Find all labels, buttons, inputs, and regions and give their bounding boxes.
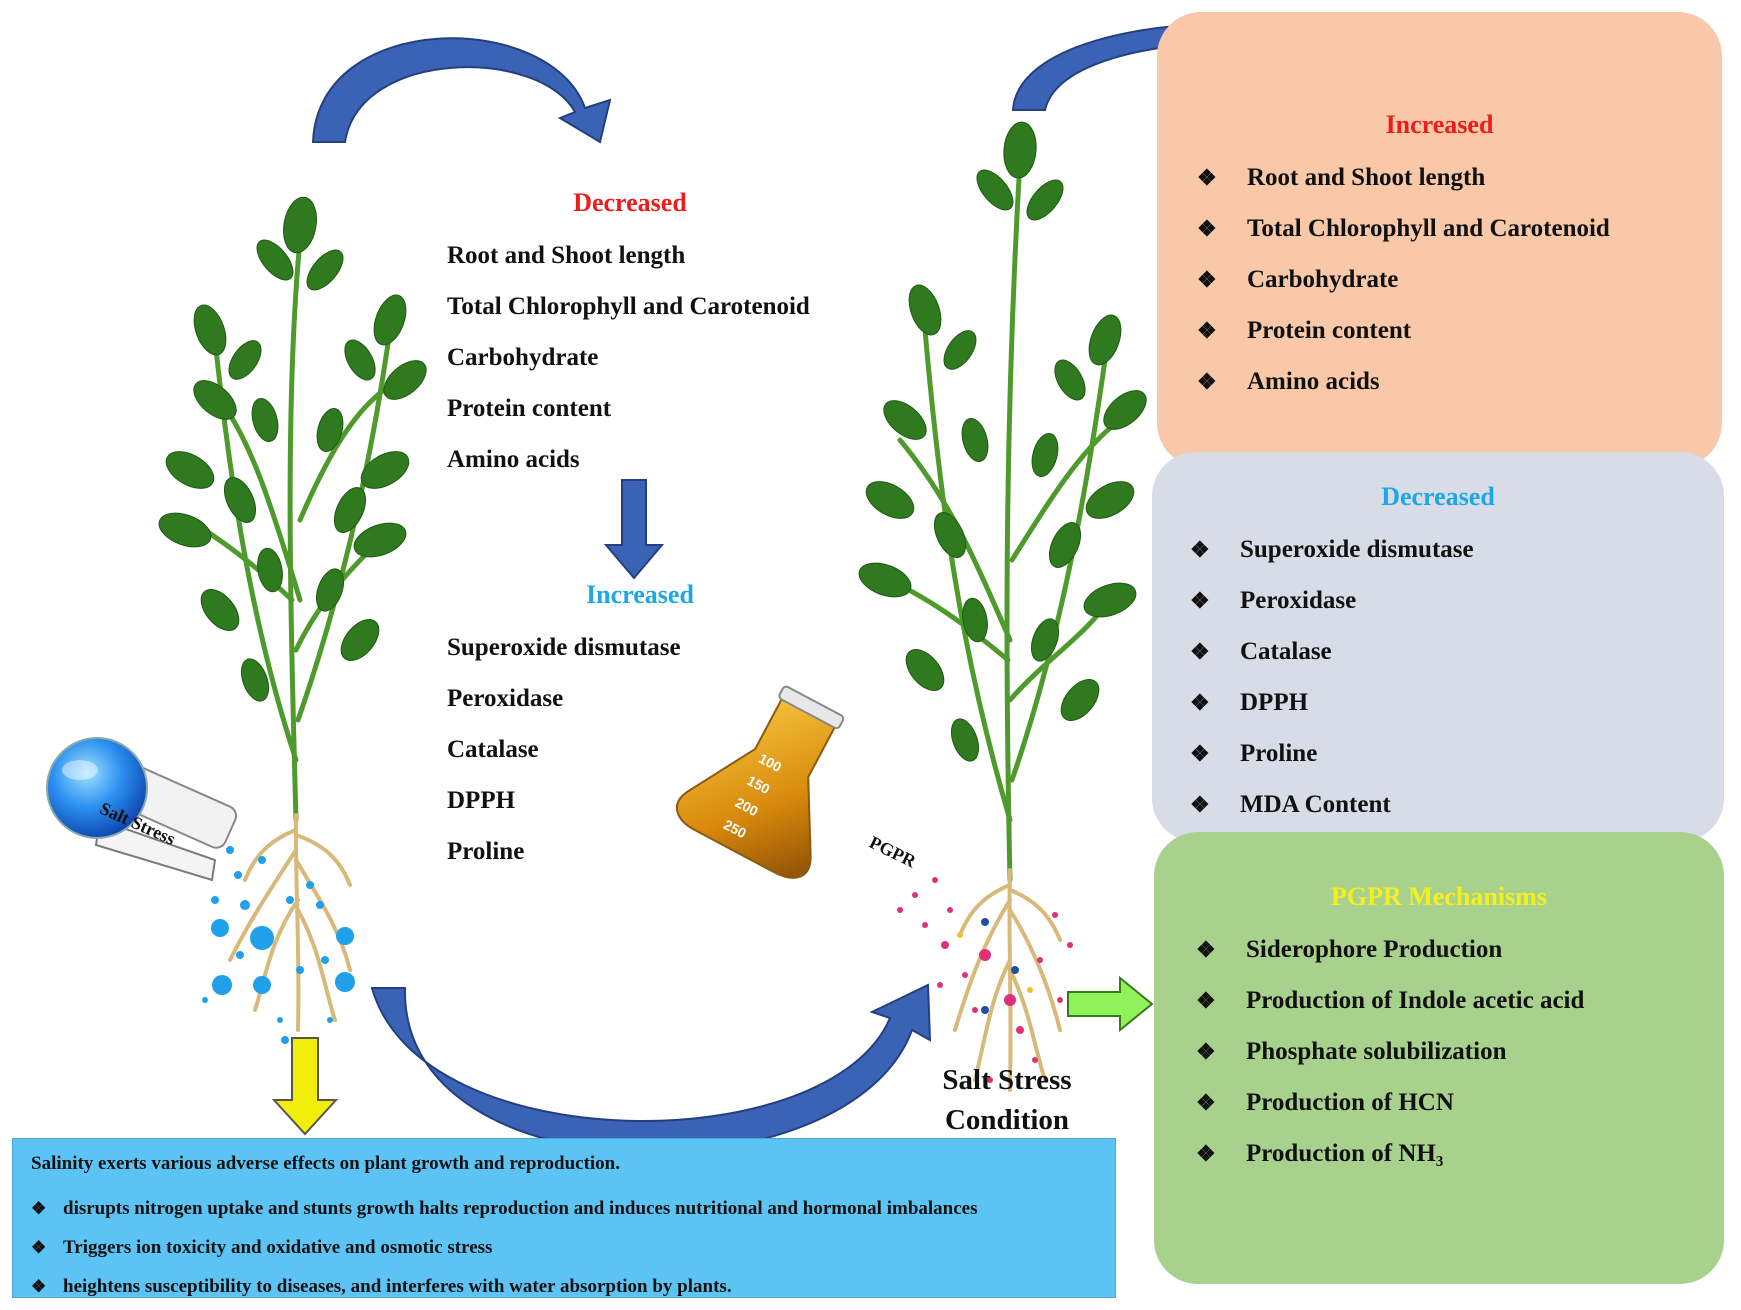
bullet-icon: ❖ xyxy=(1197,318,1217,343)
bullet-icon: ❖ xyxy=(1196,988,1216,1013)
salinity-effects-box: Salinity exerts various adverse effects … xyxy=(12,1138,1116,1298)
left-decreased-list: Root and Shoot length Total Chlorophyll … xyxy=(447,230,810,485)
list-item: ❖Protein content xyxy=(1197,305,1610,356)
pgpr-flask: 100 150 200 250 xyxy=(675,685,845,879)
bullet-icon: ❖ xyxy=(1197,267,1217,292)
decreased-box-list: ❖Superoxide dismutase ❖Peroxidase ❖Catal… xyxy=(1190,524,1474,830)
list-item: ❖Peroxidase xyxy=(1190,575,1474,626)
curved-arrow-bottom xyxy=(370,983,932,1154)
decreased-box-heading: Decreased xyxy=(1381,482,1495,511)
list-item: ❖Total Chlorophyll and Carotenoid xyxy=(1197,203,1610,254)
list-item: ❖Siderophore Production xyxy=(1196,924,1584,975)
list-item: ❖Carbohydrate xyxy=(1197,254,1610,305)
list-item: Peroxidase xyxy=(447,685,564,712)
list-item: ❖Amino acids xyxy=(1197,356,1610,407)
list-item: ❖Triggers ion toxicity and oxidative and… xyxy=(31,1228,978,1267)
green-right-arrow xyxy=(1067,975,1154,1033)
bullet-icon: ❖ xyxy=(1196,1039,1216,1064)
list-item: Proline xyxy=(447,838,525,865)
pgpr-mechanisms-heading: PGPR Mechanisms xyxy=(1331,882,1547,911)
left-increased-list: Superoxide dismutase Peroxidase Catalase… xyxy=(447,622,681,877)
plant-left xyxy=(158,196,427,1032)
list-item: ❖Catalase xyxy=(1190,626,1474,677)
bullet-icon: ❖ xyxy=(1190,588,1210,613)
salt-particles xyxy=(202,846,355,1044)
down-arrow-left xyxy=(603,479,665,580)
list-item: Root and Shoot length xyxy=(447,242,686,269)
list-item: ❖Proline xyxy=(1190,728,1474,779)
list-item: ❖Phosphate solubilization xyxy=(1196,1026,1584,1077)
list-item: ❖Production of HCN xyxy=(1196,1077,1584,1128)
bullet-icon: ❖ xyxy=(1197,165,1217,190)
list-item: DPPH xyxy=(447,787,516,814)
left-decreased-heading: Decreased xyxy=(573,188,687,217)
pgpr-mechanisms-box: PGPR Mechanisms ❖Siderophore Production … xyxy=(1154,832,1724,1284)
bullet-icon: ❖ xyxy=(1196,1141,1216,1166)
bullet-icon: ❖ xyxy=(1190,792,1210,817)
list-item: Amino acids xyxy=(447,446,580,473)
bullet-icon: ❖ xyxy=(1190,741,1210,766)
bullet-icon: ❖ xyxy=(1196,1090,1216,1115)
increased-box: Increased ❖Root and Shoot length ❖Total … xyxy=(1157,12,1722,467)
increased-box-heading: Increased xyxy=(1385,110,1494,139)
list-item: Total Chlorophyll and Carotenoid xyxy=(447,293,810,320)
increased-box-list: ❖Root and Shoot length ❖Total Chlorophyl… xyxy=(1197,152,1610,407)
list-item: ❖heightens susceptibility to diseases, a… xyxy=(31,1267,978,1306)
bullet-icon: ❖ xyxy=(31,1199,47,1218)
list-item: ❖Production of Indole acetic acid xyxy=(1196,975,1584,1026)
bullet-icon: ❖ xyxy=(31,1277,47,1296)
pgpr-particles xyxy=(897,877,1073,1083)
list-item: Superoxide dismutase xyxy=(447,634,681,661)
list-item: ❖Production of NH₃ xyxy=(1196,1128,1584,1179)
bullet-icon: ❖ xyxy=(1197,369,1217,394)
list-item: Carbohydrate xyxy=(447,344,599,371)
summary-list: ❖disrupts nitrogen uptake and stunts gro… xyxy=(31,1189,978,1306)
salt-stress-flask xyxy=(46,737,238,882)
list-item: ❖disrupts nitrogen uptake and stunts gro… xyxy=(31,1189,978,1228)
list-item: ❖DPPH xyxy=(1190,677,1474,728)
pgpr-mechanisms-list: ❖Siderophore Production ❖Production of I… xyxy=(1196,924,1584,1179)
list-item: ❖MDA Content xyxy=(1190,779,1474,830)
list-item: ❖Superoxide dismutase xyxy=(1190,524,1474,575)
bullet-icon: ❖ xyxy=(1197,216,1217,241)
salt-stress-condition-label: Salt Stress Condition xyxy=(942,1064,1072,1136)
bullet-icon: ❖ xyxy=(1190,639,1210,664)
bullet-icon: ❖ xyxy=(1190,690,1210,715)
yellow-down-arrow xyxy=(271,1037,339,1136)
list-item: ❖Root and Shoot length xyxy=(1197,152,1610,203)
bullet-icon: ❖ xyxy=(1190,537,1210,562)
bullet-icon: ❖ xyxy=(31,1238,47,1257)
list-item: Protein content xyxy=(447,395,612,422)
summary-intro: Salinity exerts various adverse effects … xyxy=(31,1153,620,1174)
curved-arrow-top-left xyxy=(311,37,612,144)
bullet-icon: ❖ xyxy=(1196,937,1216,962)
plant-right xyxy=(858,121,1147,1092)
decreased-box: Decreased ❖Superoxide dismutase ❖Peroxid… xyxy=(1152,452,1724,842)
left-increased-heading: Increased xyxy=(586,580,694,609)
list-item: Catalase xyxy=(447,736,539,763)
